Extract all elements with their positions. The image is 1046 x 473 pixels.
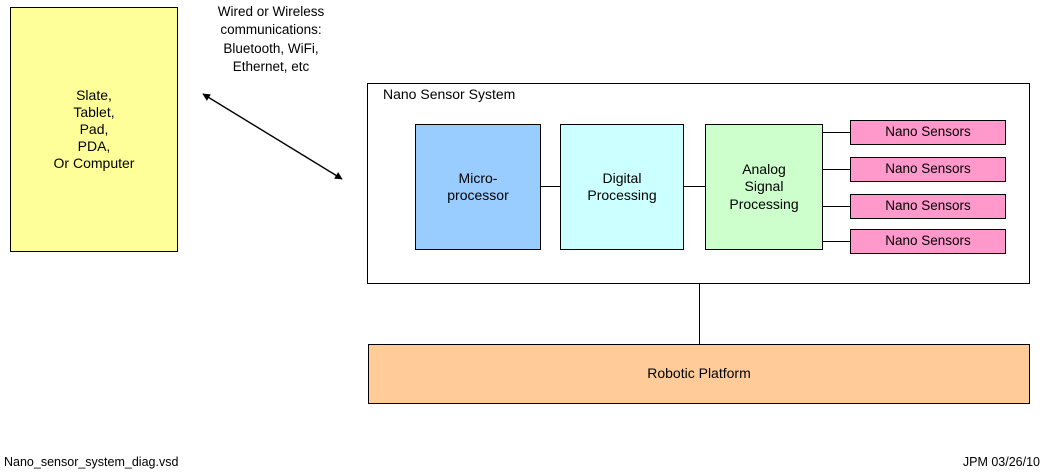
connector-system-to-platform — [699, 284, 700, 344]
footer-author-date: JPM 03/26/10 — [962, 455, 1040, 469]
nano-sensor-system-container — [367, 83, 1030, 284]
connector-digital-to-analog — [684, 186, 705, 187]
microprocessor-box: Micro- processor — [415, 124, 541, 250]
nano-sensors-box-4: Nano Sensors — [850, 229, 1006, 254]
nano-sensors-box-2: Nano Sensors — [850, 157, 1006, 182]
robotic-platform-box: Robotic Platform — [368, 344, 1030, 404]
nano-sensors-box-1: Nano Sensors — [850, 120, 1006, 145]
communications-annotation-label: Wired or Wireless communications: Blueto… — [217, 4, 325, 75]
connector-analog-to-sensor-2 — [823, 169, 850, 170]
nano-sensor-system-title: Nano Sensor System — [383, 86, 516, 102]
client-device-box: Slate, Tablet, Pad, PDA, Or Computer — [10, 7, 178, 252]
digital-processing-box: Digital Processing — [560, 124, 684, 250]
connector-analog-to-sensor-4 — [823, 241, 850, 242]
nano-sensors-box-3: Nano Sensors — [850, 194, 1006, 219]
connector-analog-to-sensor-3 — [823, 206, 850, 207]
analog-signal-processing-box: Analog Signal Processing — [705, 124, 823, 250]
connector-micro-to-digital — [541, 186, 560, 187]
bidirectional-communication-arrow-icon — [202, 93, 343, 180]
connector-analog-to-sensor-1 — [823, 132, 850, 133]
footer-file-name: Nano_sensor_system_diag.vsd — [4, 455, 179, 469]
